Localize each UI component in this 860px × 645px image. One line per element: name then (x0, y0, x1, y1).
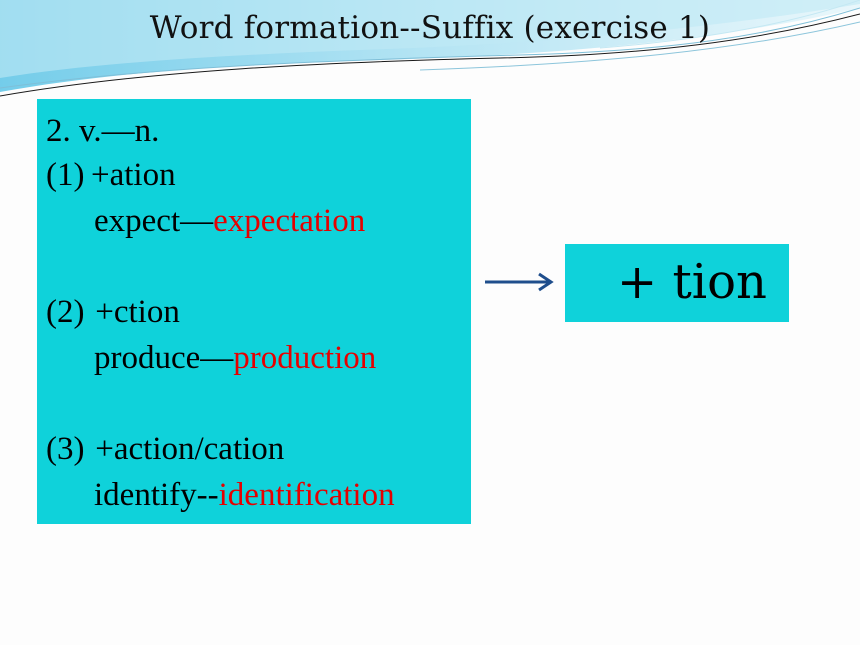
rules-heading: 2. v.—n. (46, 113, 160, 149)
rule-2-base: produce (94, 340, 201, 376)
rule-1-separator: — (180, 203, 214, 239)
slide-title: Word formation--Suffix (exercise 1) (149, 10, 711, 46)
arrow-right-icon (485, 272, 554, 292)
rule-2-marker: (2) (46, 294, 85, 330)
rule-3-suffix: +action/cation (87, 431, 285, 467)
rule-3-example: identify--identification (94, 479, 395, 512)
rule-2-separator: — (200, 340, 234, 376)
rule-1-suffix: +ation (91, 157, 176, 193)
result-suffix: + tion (617, 254, 767, 310)
rule-3-separator: -- (196, 477, 219, 513)
rule-2-example: produce—production (94, 342, 376, 375)
rules-box: 2. v.—n. (1) +ation expect—expectation (… (37, 99, 471, 524)
rule-1-derived: expectation (213, 203, 366, 239)
rule-2-derived: production (233, 340, 377, 376)
rule-3-base: identify (94, 477, 197, 513)
result-box: + tion (565, 244, 789, 322)
header-wave-decoration (0, 0, 860, 97)
rule-1-marker: (1) (46, 157, 85, 193)
rule-1-base: expect (94, 203, 181, 239)
rule-3-derived: identification (218, 477, 395, 513)
rule-3-marker: (3) (46, 431, 85, 467)
rule-1-example: expect—expectation (94, 205, 365, 238)
rule-2-suffix: +ction (87, 294, 180, 330)
